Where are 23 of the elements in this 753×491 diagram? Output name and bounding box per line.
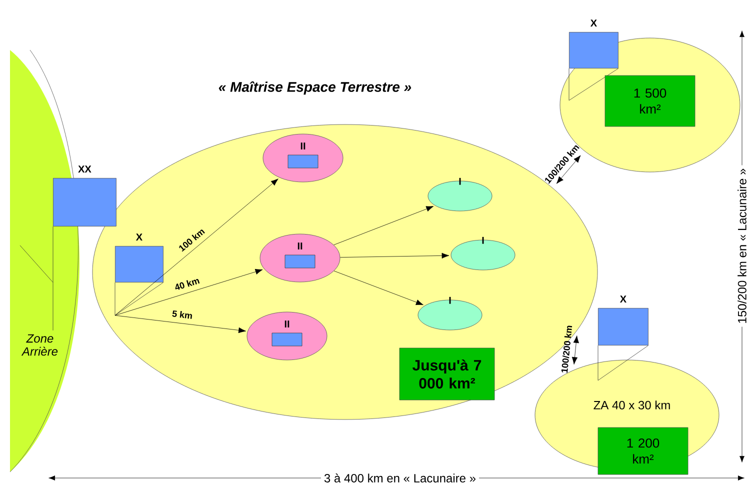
arrow bbox=[572, 336, 579, 364]
node-label: XX bbox=[78, 166, 92, 172]
dimension-label: 150/200 km en « Lacunaire » bbox=[734, 165, 750, 327]
arrow bbox=[114, 315, 246, 334]
edge-label: 100 km bbox=[179, 230, 205, 252]
arrow bbox=[114, 178, 278, 316]
area-box: 1 500 km² bbox=[604, 75, 696, 127]
arrow bbox=[334, 270, 424, 306]
edge-label: 5 km bbox=[172, 310, 192, 319]
node-label: X bbox=[590, 20, 597, 26]
area-box: Jusqu'à 7 000 km² bbox=[399, 348, 495, 400]
title: « Maîtrise Espace Terrestre » bbox=[218, 81, 412, 95]
rear-zone-area: Zone Arrière bbox=[10, 50, 80, 472]
node-label: X bbox=[136, 234, 142, 240]
unit-flag: X bbox=[114, 234, 164, 316]
arrow bbox=[340, 252, 450, 259]
edge-label: 40 km bbox=[175, 278, 200, 290]
arrow bbox=[556, 155, 581, 184]
arrow bbox=[114, 268, 263, 316]
node-label: X bbox=[620, 296, 626, 302]
arrow bbox=[334, 206, 434, 246]
area-box: 1 200 km² bbox=[598, 427, 688, 475]
dimension-label: 3 à 400 km en « Lacunaire » bbox=[320, 470, 480, 486]
